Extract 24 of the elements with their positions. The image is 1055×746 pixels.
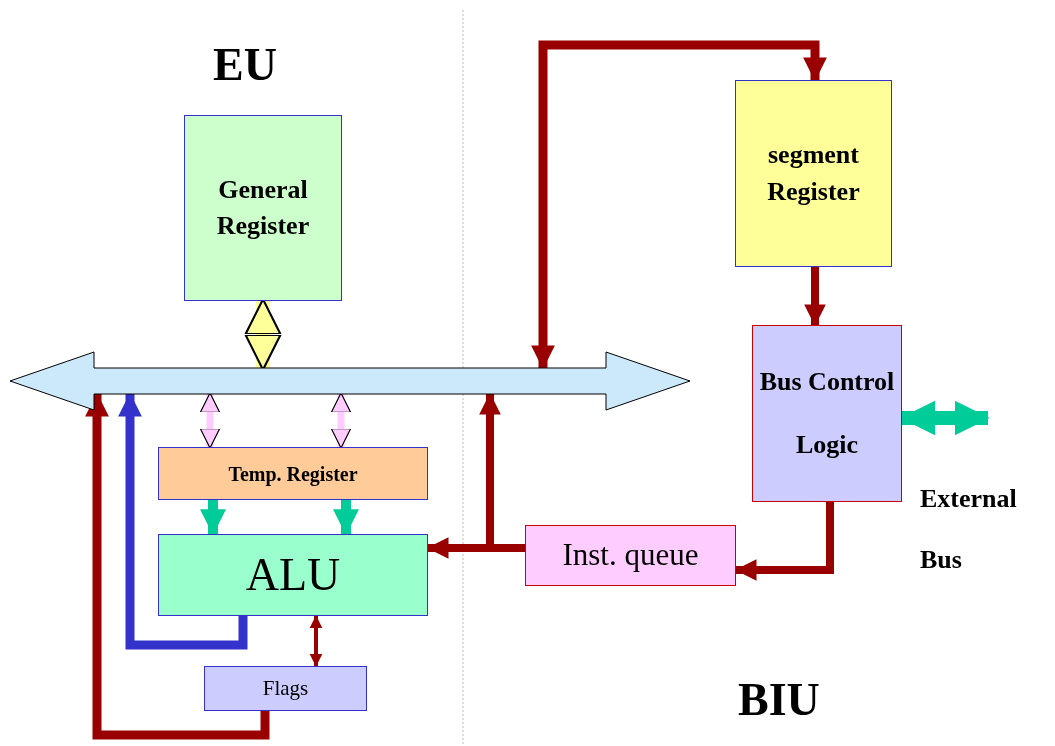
box-label: Flags xyxy=(261,676,310,701)
arrow xyxy=(804,267,826,327)
arrow xyxy=(900,400,990,436)
arrow xyxy=(531,40,827,370)
flags-box xyxy=(204,666,367,711)
register-box xyxy=(184,115,342,301)
region-label: BIU xyxy=(738,675,821,726)
alu-box xyxy=(158,534,428,616)
arrow xyxy=(200,500,226,536)
box-label: ALU xyxy=(244,549,342,601)
register-box xyxy=(735,80,892,267)
bus-control-box xyxy=(752,325,902,502)
box-label: segment Register xyxy=(766,139,861,208)
box-label: Temp. Register xyxy=(227,461,359,486)
arrow xyxy=(734,502,834,581)
box-label: Bus Control Logic xyxy=(758,366,896,461)
arrow xyxy=(333,500,359,536)
bus-label: External Bus xyxy=(920,483,1018,577)
box-label: Inst. queue xyxy=(561,538,700,573)
register-box xyxy=(158,447,428,500)
arrow xyxy=(309,615,323,667)
region-label: EU xyxy=(213,40,278,91)
queue-box xyxy=(525,525,736,586)
box-label: General Register xyxy=(215,173,311,242)
